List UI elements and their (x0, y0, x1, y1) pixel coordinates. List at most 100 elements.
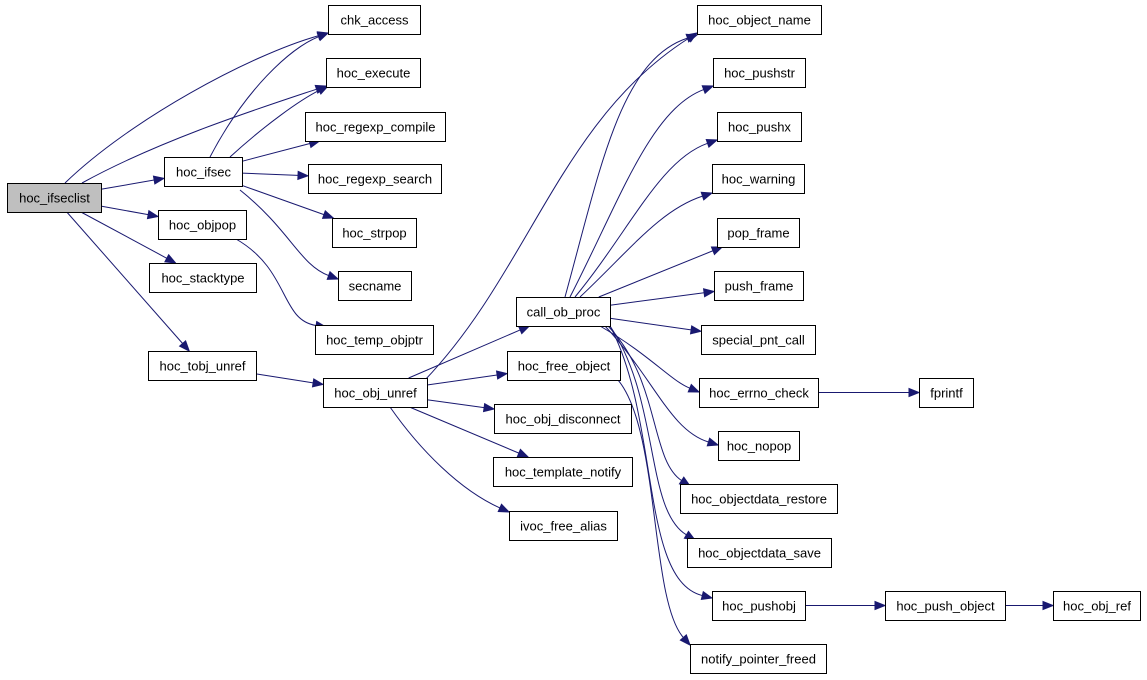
edge-line (609, 317, 692, 331)
edge-hoc_obj_unref-to-hoc_free_object (426, 370, 509, 386)
arrowhead (178, 339, 191, 353)
node-secname[interactable]: secname (338, 271, 412, 301)
edge-line (389, 406, 501, 509)
node-box (680, 484, 838, 514)
arrowhead (874, 600, 887, 611)
node-label: hoc_pushx (728, 120, 791, 135)
edge-line (409, 406, 520, 454)
edge-line (229, 90, 320, 158)
node-hoc_objectdata_restore[interactable]: hoc_objectdata_restore (680, 484, 838, 514)
edge-line (64, 35, 319, 184)
node-label: chk_access (341, 13, 409, 28)
node-hoc_free_object[interactable]: hoc_free_object (507, 351, 621, 381)
node-hoc_tobj_unref[interactable]: hoc_tobj_unref (148, 351, 257, 381)
node-hoc_template_notify[interactable]: hoc_template_notify (493, 457, 633, 487)
node-box (509, 511, 618, 541)
node-label: hoc_ifsec (176, 165, 231, 180)
arrowhead (679, 634, 691, 647)
arrowhead (316, 32, 330, 42)
node-fprintf[interactable]: fprintf (919, 378, 974, 408)
node-hoc_execute[interactable]: hoc_execute (326, 58, 421, 88)
node-box (494, 404, 632, 434)
arrowhead (1042, 600, 1055, 611)
arrowhead (700, 590, 714, 601)
edge-line (609, 292, 705, 306)
edge-hoc_ifseclist-to-hoc_ifsec (100, 175, 166, 190)
edge-hoc_errno_check-to-fprintf (818, 387, 921, 398)
node-hoc_errno_check[interactable]: hoc_errno_check (699, 378, 819, 408)
edge-line (609, 325, 687, 536)
node-label: secname (349, 279, 402, 294)
edge-line (607, 325, 682, 481)
node-label: push_frame (725, 279, 794, 294)
node-hoc_object_name[interactable]: hoc_object_name (697, 5, 822, 35)
node-box (713, 58, 806, 88)
node-box (149, 263, 257, 293)
node-label: ivoc_free_alias (520, 519, 607, 534)
arrowhead (706, 437, 720, 447)
edge-hoc_ifsec-to-hoc_execute (229, 85, 330, 158)
node-hoc_warning[interactable]: hoc_warning (712, 164, 805, 194)
node-label: pop_frame (727, 226, 789, 241)
node-label: hoc_execute (337, 66, 411, 81)
node-hoc_stacktype[interactable]: hoc_stacktype (149, 263, 257, 293)
node-box (158, 210, 247, 240)
node-hoc_nopop[interactable]: hoc_nopop (718, 431, 800, 461)
edge-line (100, 179, 155, 190)
arrowhead (517, 325, 531, 335)
node-hoc_objectdata_save[interactable]: hoc_objectdata_save (687, 538, 832, 568)
edge-line (239, 189, 329, 277)
edge-hoc_tobj_unref-to-hoc_obj_unref (255, 373, 325, 388)
edge-line (598, 250, 714, 298)
node-box (323, 378, 428, 408)
node-label: hoc_nopop (727, 439, 791, 454)
node-notify_pointer_freed[interactable]: notify_pointer_freed (690, 644, 827, 674)
node-box (7, 183, 102, 213)
node-box (164, 157, 243, 187)
node-hoc_objpop[interactable]: hoc_objpop (158, 210, 247, 240)
edge-hoc_ifsec-to-hoc_regexp_search (241, 170, 310, 181)
node-label: hoc_object_name (708, 13, 811, 28)
node-hoc_push_object[interactable]: hoc_push_object (885, 591, 1006, 621)
node-push_frame[interactable]: push_frame (714, 271, 804, 301)
node-box (714, 271, 804, 301)
arrowhead (482, 402, 496, 413)
node-hoc_regexp_compile[interactable]: hoc_regexp_compile (305, 112, 446, 142)
edge-hoc_obj_unref-to-hoc_template_notify (409, 406, 530, 458)
node-chk_access[interactable]: chk_access (328, 5, 421, 35)
node-ivoc_free_alias[interactable]: ivoc_free_alias (509, 511, 618, 541)
node-special_pnt_call[interactable]: special_pnt_call (701, 325, 816, 355)
node-box (687, 538, 832, 568)
edge-call_ob_proc-to-hoc_pushstr (569, 85, 715, 298)
edge-line (81, 88, 317, 184)
node-hoc_pushx[interactable]: hoc_pushx (717, 112, 802, 142)
node-box (919, 378, 974, 408)
node-box (712, 164, 805, 194)
edge-line (80, 211, 168, 259)
node-hoc_obj_unref[interactable]: hoc_obj_unref (323, 378, 428, 408)
node-hoc_obj_ref[interactable]: hoc_obj_ref (1053, 591, 1141, 621)
edge-hoc_obj_unref-to-ivoc_free_alias (389, 406, 511, 513)
node-box (690, 644, 827, 674)
node-hoc_pushobj[interactable]: hoc_pushobj (712, 591, 806, 621)
edge-hoc_ifsec-to-chk_access (209, 32, 330, 158)
node-hoc_ifseclist[interactable]: hoc_ifseclist (7, 183, 102, 213)
node-pop_frame[interactable]: pop_frame (717, 218, 800, 248)
arrowhead (700, 191, 714, 201)
node-hoc_strpop[interactable]: hoc_strpop (332, 218, 417, 248)
arrowhead (702, 288, 716, 298)
node-box (1053, 591, 1141, 621)
node-hoc_obj_disconnect[interactable]: hoc_obj_disconnect (494, 404, 632, 434)
node-hoc_pushstr[interactable]: hoc_pushstr (713, 58, 806, 88)
node-hoc_regexp_search[interactable]: hoc_regexp_search (308, 164, 442, 194)
node-label: hoc_regexp_compile (316, 120, 436, 135)
node-hoc_ifsec[interactable]: hoc_ifsec (164, 157, 243, 187)
node-hoc_temp_objptr[interactable]: hoc_temp_objptr (315, 325, 434, 355)
edge-line (241, 172, 299, 176)
node-box (701, 325, 816, 355)
edge-line (255, 373, 314, 384)
node-call_ob_proc[interactable]: call_ob_proc (516, 297, 611, 327)
edge-line (569, 89, 704, 298)
edge-hoc_pushobj-to-hoc_push_object (805, 600, 887, 611)
edge-call_ob_proc-to-hoc_pushobj (609, 325, 714, 601)
